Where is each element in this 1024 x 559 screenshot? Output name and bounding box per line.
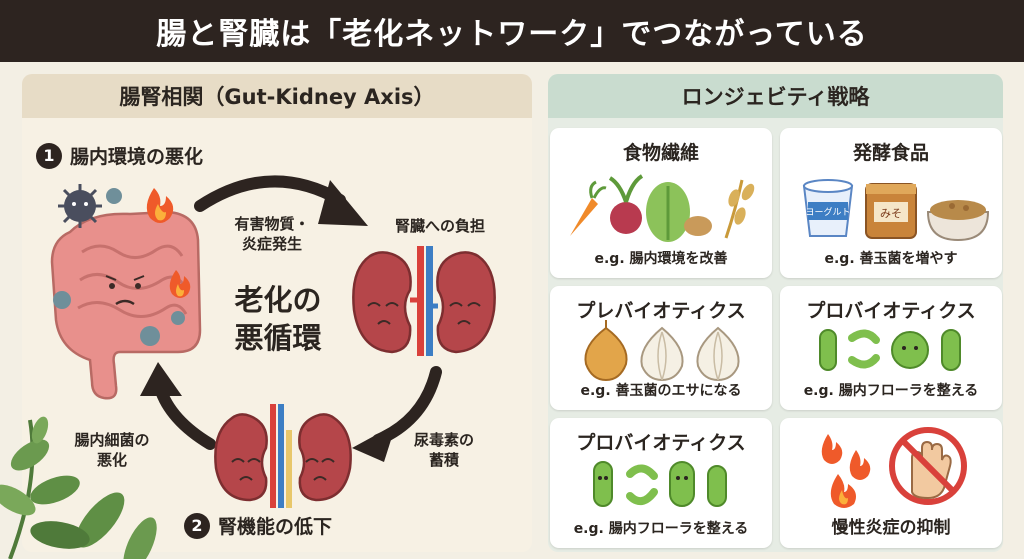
longevity-header: ロンジェビティ戦略 [548,74,1003,118]
bacteria-icon [53,184,185,346]
kidney-load-label: 腎臓への負担 [394,217,485,235]
kidney-icon [214,404,352,508]
inflammation-icons [821,427,967,508]
card-title: プロバイオティクス [806,300,976,322]
garlic-icon [640,326,740,382]
yogurt-icon: ヨーグルト [802,179,854,237]
step-2-number: 2 [184,512,210,539]
card-subtitle: e.g. 腸内フローラを整える [573,521,749,537]
fermented-food-icons: ヨーグルト みそ [802,179,990,242]
onion-icon [584,320,628,382]
no-hand-icon [889,427,967,505]
gut-kidney-header: 腸腎相関（Gut-Kidney Axis） [22,74,532,118]
step-1-label: 腸内環境の悪化 [70,146,204,168]
flame-icon [821,434,871,508]
page-title: 腸と腎臓は「老化ネットワーク」でつながっている [0,0,1024,62]
miso-label: みそ [880,207,902,220]
intestine-icon [50,210,202,400]
card-prebiotics: プレバイオティクス e.g. 善玉菌のエサになる [550,286,772,410]
card-title: プロバイオティクス [576,432,746,454]
bacteria-icon [593,461,727,507]
uremic-toxin-label: 尿毒素の 蓄積 [413,431,474,470]
onion-garlic-icons [584,320,740,382]
flame-icon [146,188,191,298]
card-title: 発酵食品 [852,142,929,164]
bacteria-icon [819,329,961,371]
card-subtitle: e.g. 善玉菌のエサになる [580,383,742,399]
step-1-number: 1 [36,142,62,169]
card-inflammation: 慢性炎症の抑制 [780,418,1002,548]
card-subtitle: e.g. 腸内フローラを整える [803,383,979,399]
vicious-cycle-text: 老化の 悪循環 [234,283,322,355]
cycle-arrows [140,175,442,462]
miso-icon: みそ [865,183,917,239]
harmful-substance-label: 有害物質・ 炎症発生 [234,215,310,254]
step-2-label: 腎機能の低下 [218,516,333,538]
leaf-decoration [0,416,157,559]
card-subtitle: e.g. 善玉菌を増やす [824,251,958,267]
card-probiotics: プロバイオティクス e.g. 腸内フローラを整える [780,286,1002,410]
card-title: 食物繊維 [622,142,699,164]
card-subtitle: 慢性炎症の抑制 [831,518,951,538]
kidney-icon [352,246,496,356]
card-subtitle: e.g. 腸内環境を改善 [594,251,728,267]
yogurt-label: ヨーグルト [805,206,850,218]
vegetable-icon [570,174,755,242]
card-fermented: 発酵食品 ヨーグルト みそ e.g. 善玉菌を増やす [780,128,1002,278]
card-title: プレバイオティクス [576,300,746,322]
step-2: 2 腎機能の低下 [184,512,332,539]
card-probiotics-2: プロバイオティクス e.g. 腸内フローラを整える [550,418,772,548]
gut-bacteria-label: 腸内細菌の 悪化 [74,431,150,470]
step-1: 1 腸内環境の悪化 [36,142,203,169]
card-fiber: 食物繊維 e.g. 腸内環境を改善 [550,128,772,278]
